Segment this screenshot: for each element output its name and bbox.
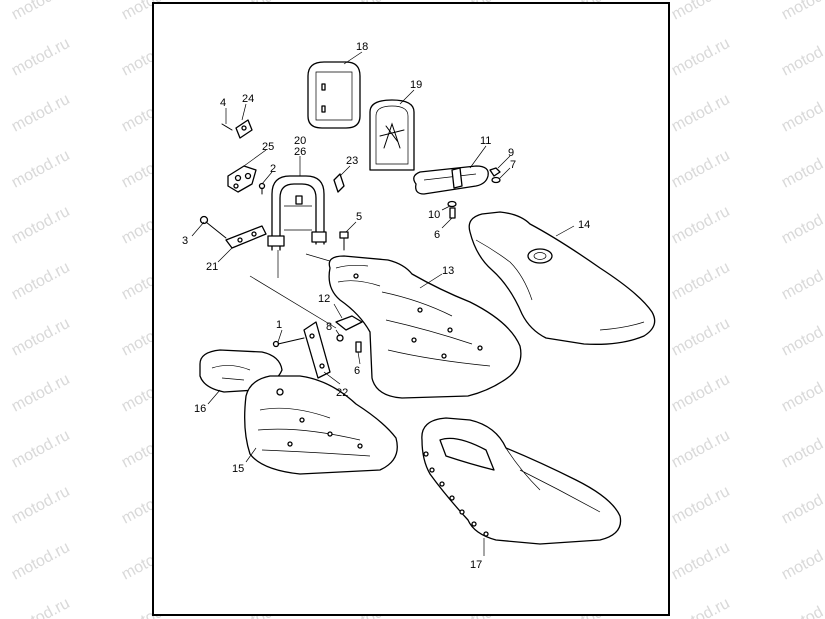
- callout-5: 5: [356, 211, 362, 223]
- callout-17: 17: [470, 559, 482, 571]
- callout-6-lower: 6: [354, 365, 360, 377]
- part-solo-seat-14: [468, 211, 656, 345]
- assembly-leader-lines: [249, 250, 341, 329]
- callout-4: 4: [220, 97, 226, 109]
- part-tufted-seat-15: [244, 375, 398, 475]
- callout-14: 14: [578, 219, 590, 231]
- part-plate-25: [227, 165, 257, 193]
- part-eagle-backrest-19: [369, 99, 415, 171]
- callout-15: 15: [232, 463, 244, 475]
- callout-21: 21: [206, 261, 218, 273]
- callout-24: 24: [242, 93, 254, 105]
- part-upright-20: [267, 175, 327, 251]
- part-bolt-1: [272, 337, 305, 348]
- callout-26: 26: [294, 146, 306, 158]
- callout-leaders: [191, 51, 575, 556]
- callout-1: 1: [276, 319, 282, 331]
- part-clip-23: [333, 173, 345, 193]
- callout-19: 19: [410, 79, 422, 91]
- callout-8: 8: [326, 321, 332, 333]
- callout-11: 11: [480, 135, 491, 147]
- callout-22: 22: [336, 387, 348, 399]
- part-nut-8: [336, 334, 344, 342]
- callout-12: 12: [318, 293, 330, 305]
- part-bolt-6-lower: [355, 341, 362, 353]
- part-backrest-pad-18: [307, 61, 361, 129]
- callout-10: 10: [428, 209, 440, 221]
- callout-13: 13: [442, 265, 454, 277]
- part-plate-22: [303, 321, 331, 379]
- part-strap-11: [413, 165, 489, 195]
- callout-20: 20: [294, 135, 306, 147]
- callout-2: 2: [270, 163, 276, 175]
- part-nut-9: [489, 167, 501, 177]
- callout-18: 18: [356, 41, 368, 53]
- part-bolt-6-upper: [449, 207, 456, 219]
- callout-9: 9: [508, 147, 514, 159]
- part-washer-7: [491, 176, 501, 184]
- callout-numbers: 18 19 4 24 25 20 26 2 23 11 9 7 10 6 5 3…: [182, 41, 590, 571]
- part-tufted-seat-13: [328, 255, 522, 399]
- part-washer-10: [447, 200, 457, 208]
- part-bracket-24: [221, 119, 253, 139]
- part-mount-bracket-12: [335, 315, 363, 331]
- part-studded-seat-17: [421, 417, 622, 545]
- part-side-plate-21: [225, 225, 267, 249]
- part-bolt-3: [199, 215, 227, 239]
- part-screw-2: [258, 182, 266, 195]
- callout-25: 25: [262, 141, 274, 153]
- callout-7: 7: [510, 159, 516, 171]
- callout-23: 23: [346, 155, 358, 167]
- callout-6-upper: 6: [434, 229, 440, 241]
- part-bolt-5: [339, 231, 349, 251]
- callout-16: 16: [194, 403, 206, 415]
- callout-3: 3: [182, 235, 188, 247]
